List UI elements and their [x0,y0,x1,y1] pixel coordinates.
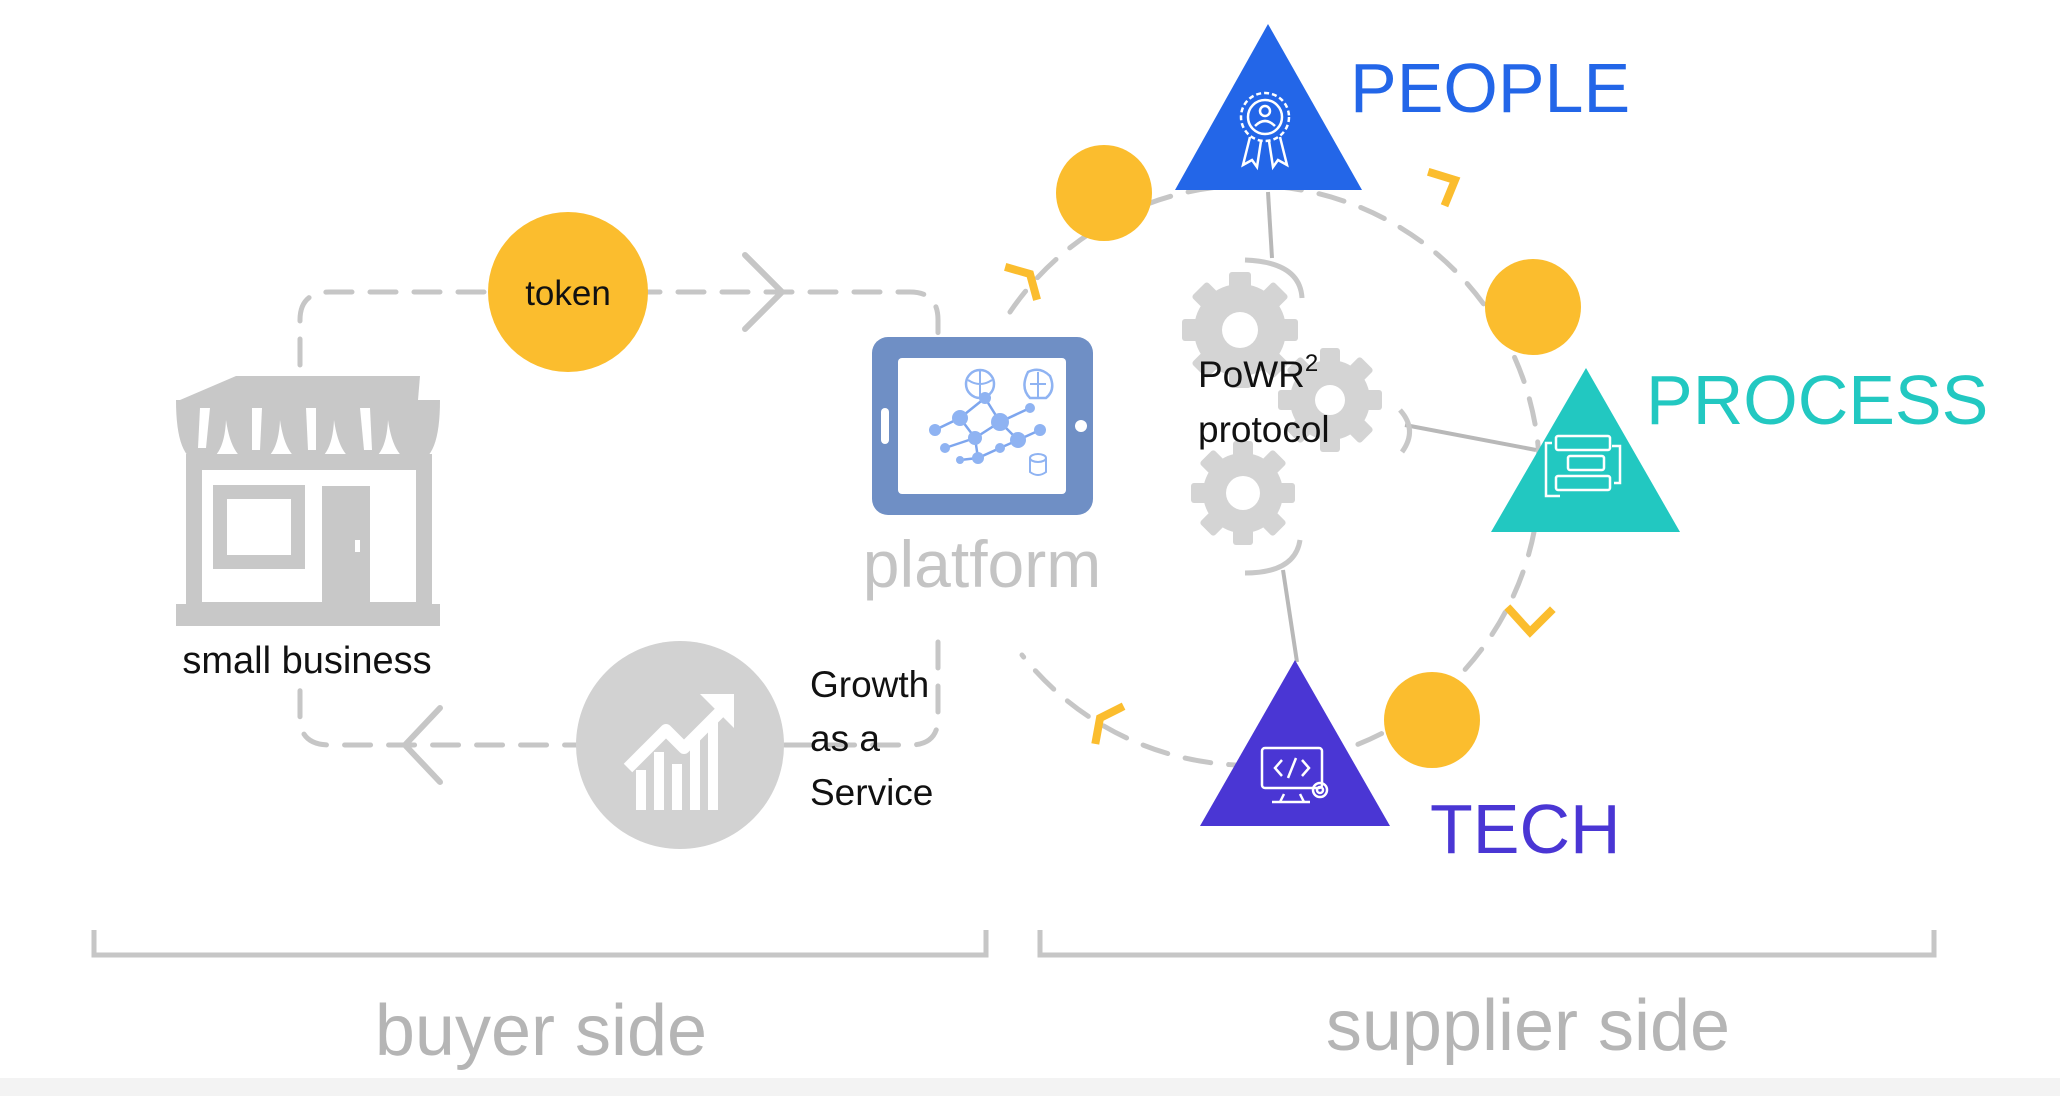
connector-process [1404,423,1537,452]
gears-icon [1182,272,1382,545]
ring-node-2 [1485,259,1581,355]
tablet-screen [898,358,1066,494]
tech-triangle [1200,660,1390,826]
buyer-bracket [91,930,989,958]
supplier-bracket [1037,930,1937,958]
supplier-side-label: supplier side [1326,986,1730,1066]
growth-label-line1: Growth [810,664,929,705]
bracket-bottom [1244,539,1303,576]
tech-node: TECH [1200,660,1621,868]
bottom-band [0,1078,2060,1096]
protocol-connectors [1266,191,1537,663]
buyer-side-label: buyer side [375,991,707,1071]
growth-label-line3: Service [810,772,933,813]
code-monitor-icon [1260,746,1329,804]
network-tablet-icon [929,368,1054,476]
bracket-top [1244,257,1305,299]
token-node: token [488,212,648,372]
arrow-right [742,252,785,332]
award-badge-icon [1239,91,1291,171]
ring-nodes [1056,145,1581,768]
gear-medium [1278,348,1382,452]
small-business-label: small business [182,640,431,682]
workflow-icon [1544,434,1622,498]
people-label: PEOPLE [1350,49,1630,127]
token-circle [488,212,648,372]
chevron-2 [1427,168,1461,208]
growth-label-line2: as a [810,718,880,759]
gear-small [1191,441,1295,545]
growth-chart-icon [623,694,734,810]
chevron-4 [1091,702,1126,745]
tech-label: TECH [1430,790,1621,868]
flow-line-top [297,289,941,368]
storefront-icon [176,376,440,626]
ring-node-3 [1384,672,1480,768]
people-node: PEOPLE [1175,24,1630,190]
ring-node-1 [1056,145,1152,241]
process-node: PROCESS [1491,361,1988,532]
side-brackets [91,930,1937,958]
connector-people [1266,191,1274,259]
bracket-right [1398,408,1412,454]
protocol-label-line2: protocol [1198,409,1330,450]
tablet-speaker [881,408,889,444]
protocol-label-line1: PoWR2 [1198,350,1318,395]
ring-chevrons [1004,168,1556,745]
chevron-1 [1004,263,1041,301]
flow-arrows [402,252,785,785]
connector-tech [1281,569,1299,663]
tablet-button [1075,420,1087,432]
platform-node: platform [863,337,1101,601]
arrow-left [402,705,443,785]
platform-label: platform [863,527,1101,601]
token-label: token [525,274,611,313]
growth-node [576,641,784,849]
protocol-brackets [1244,257,1412,576]
gear-large [1182,272,1298,388]
chevron-3 [1504,604,1556,638]
process-label: PROCESS [1646,361,1988,439]
